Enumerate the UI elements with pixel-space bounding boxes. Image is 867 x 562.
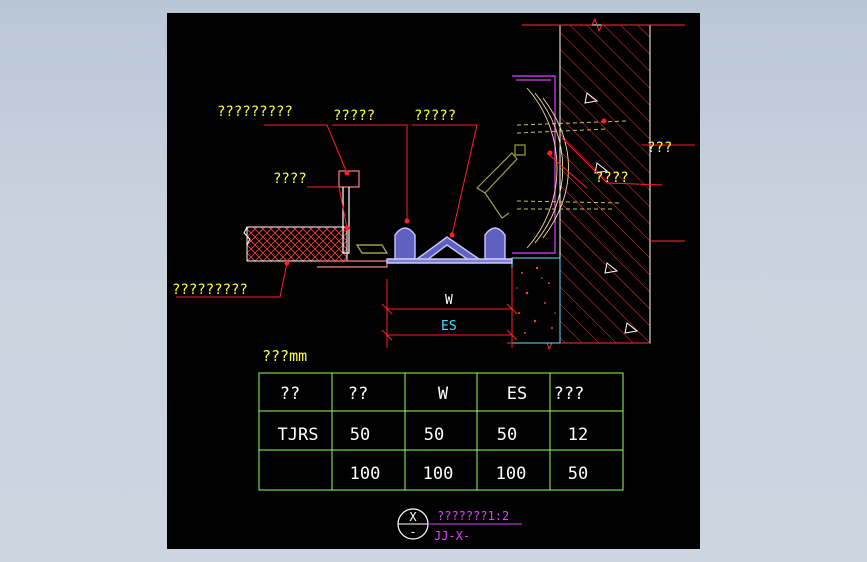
title-symbol-top: X [409, 510, 417, 524]
expansion-joint-detail: ????????? ????? ????? ???? ????????? ???… [172, 17, 695, 543]
dimension-es-label: ES [441, 319, 457, 334]
callout-label-3: ????? [414, 108, 456, 124]
table-cell: 100 [423, 464, 454, 484]
wall-cover-plate [512, 75, 556, 254]
table-cell: 50 [350, 425, 370, 445]
table-cell: 100 [350, 464, 381, 484]
table-header-cell: W [438, 384, 449, 404]
title-symbol-bottom: - [409, 525, 416, 539]
diagonal-bracket [476, 144, 526, 219]
title-text: ???????1:2 [437, 509, 509, 523]
callout-label-5: ????????? [172, 282, 248, 298]
joint-seal [355, 227, 513, 264]
title-ref: JJ-X- [434, 529, 470, 543]
leader-dots [284, 118, 607, 266]
table-cell: 50 [424, 425, 444, 445]
table-cell: 100 [496, 464, 527, 484]
dimension-w-label: W [445, 293, 453, 308]
table-header-cell: ?? [280, 384, 300, 404]
anchor-arcs [526, 87, 569, 249]
spec-table [258, 372, 624, 491]
table-header-cell: ??? [554, 384, 585, 404]
anchor-bolts [516, 120, 628, 210]
callout-label-7: ???? [595, 170, 629, 186]
dimension-lines [381, 268, 518, 348]
table-header-cell: ?? [348, 384, 368, 404]
table-header-cell: ES [507, 384, 527, 404]
callout-label-4: ???? [273, 171, 307, 187]
callout-label-1: ????????? [217, 104, 293, 120]
concrete-fill [511, 257, 561, 344]
callout-label-2: ????? [333, 108, 375, 124]
cad-drawing-canvas: ????????? ????? ????? ???? ????????? ???… [167, 13, 700, 549]
title-block: X - ???????1:2 JJ-X- [397, 508, 522, 543]
left-slab [243, 226, 348, 262]
leader-lines [176, 124, 695, 298]
unit-label: ???mm [262, 347, 307, 365]
table-cell: 50 [497, 425, 517, 445]
table-cell: 50 [568, 464, 588, 484]
callout-label-6: ??? [647, 140, 672, 156]
left-angle-frame [317, 170, 388, 268]
table-cell: 12 [568, 425, 588, 445]
table-cell: TJRS [278, 425, 319, 445]
